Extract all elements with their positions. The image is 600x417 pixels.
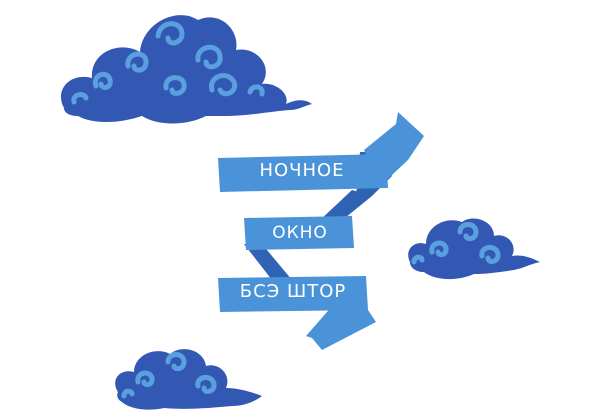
ribbon-text-line-3: бсэ штор [239, 281, 347, 302]
ribbon-banner-icon [218, 112, 424, 350]
cloud-icon [408, 218, 540, 280]
cloud-icon [115, 349, 262, 410]
ribbon-text-line-1: ночное [259, 160, 345, 181]
ribbon-text-line-2: окно [272, 223, 328, 243]
cloud-icon [60, 15, 312, 124]
